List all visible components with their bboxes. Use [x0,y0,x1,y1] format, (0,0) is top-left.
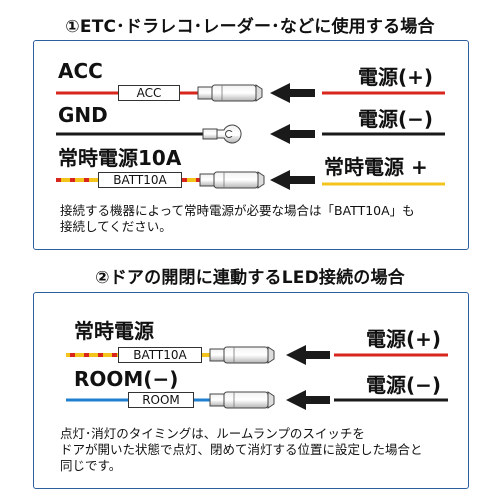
section2-title: ②ドアの開閉に連動するLED接続の場合 [95,268,405,288]
room-wire-label: ROOM(−) [74,367,179,391]
section2-panel [33,292,469,489]
arrow-left-icon [286,390,330,410]
gnd-wire-label: GND [58,103,108,127]
room-connector [209,391,275,409]
arrow-left-icon [270,170,315,190]
acc-tag: ACC [118,85,180,101]
section1-note-line1: 接続する機器によって常時電源が必要な場合は「BATT10A」も [60,203,415,218]
batt-tag-2: BATT10A [118,347,202,363]
acc-connector [197,84,263,102]
arrow-left-icon [270,83,315,103]
section1-panel [33,40,469,250]
source-plus-label-2: 電源(+) [366,327,442,351]
batt-wire-label-2: 常時電源 [74,319,154,343]
arrow-left-icon [286,345,330,365]
arrow-left-icon [270,124,315,144]
source-minus-label-2: 電源(−) [366,373,442,397]
batt-source-label: 常時電源 + [324,155,428,179]
batt-connector [199,171,265,189]
section2-note-line2: ドアが開いた状態で点灯、閉めて消灯する位置に設定した場合と [60,442,423,457]
batt-connector-2 [209,346,275,364]
gnd-source-label: 電源(−) [358,107,434,131]
acc-wire-label: ACC [58,59,103,83]
section2-note-line1: 点灯･消灯のタイミングは、ルームランプのスイッチを [60,426,365,441]
batt-tag: BATT10A [98,172,182,188]
gnd-ring-terminal [202,124,242,144]
acc-source-label: 電源(+) [358,65,434,89]
room-tag: ROOM [128,392,194,408]
section1-title: ①ETC･ドラレコ･レーダー･などに使用する場合 [65,17,435,37]
batt-wire-label: 常時電源10A [58,146,182,170]
section2-note-line3: 同じです。 [60,458,122,473]
section1-note-line2: 接続してください。 [60,219,172,234]
